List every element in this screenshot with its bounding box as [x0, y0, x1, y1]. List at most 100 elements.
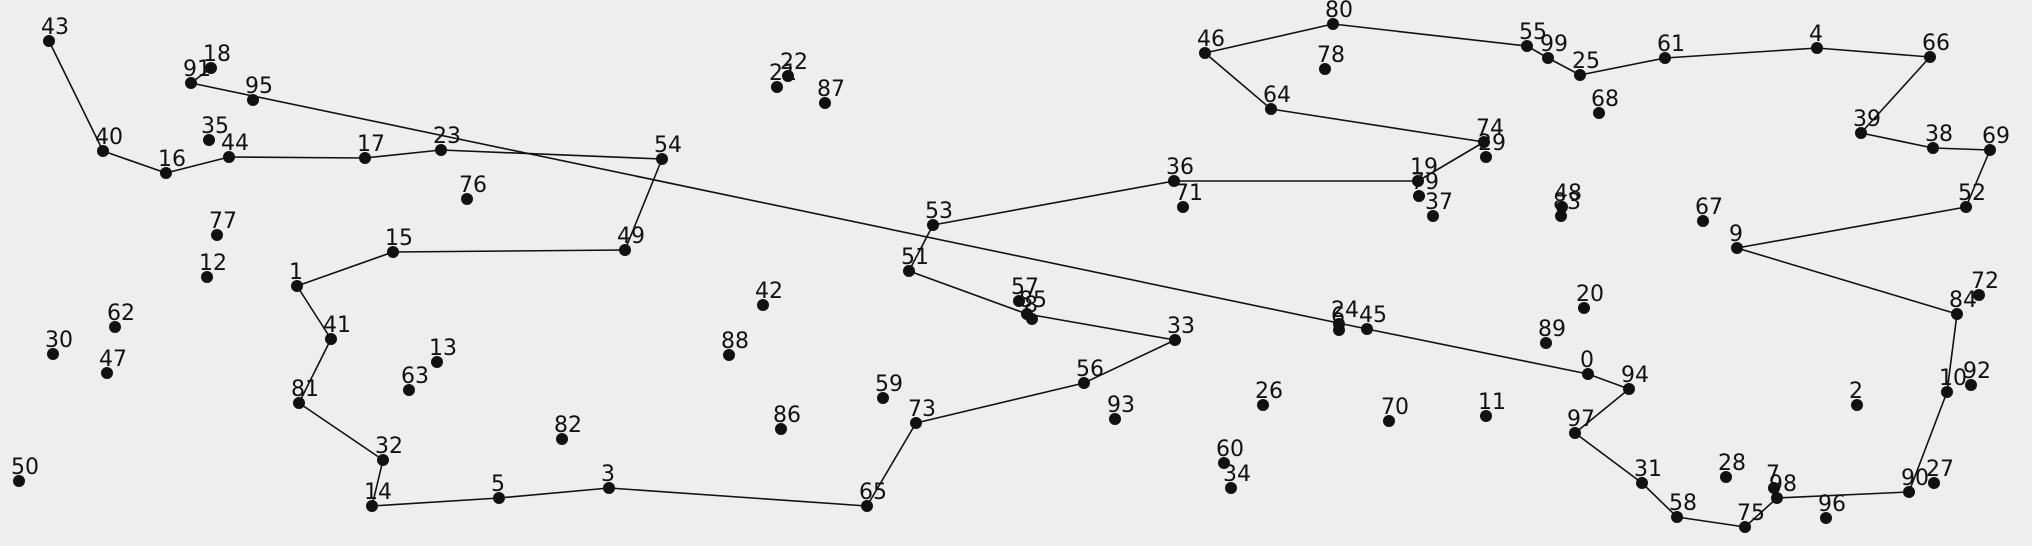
node-37: 37 — [1425, 190, 1453, 222]
node-label-90: 90 — [1901, 466, 1929, 491]
node-53: 53 — [925, 199, 953, 231]
node-92: 92 — [1963, 359, 1991, 391]
node-56: 56 — [1076, 357, 1104, 389]
route-edge-56-33 — [1083, 339, 1176, 384]
node-27: 27 — [1926, 457, 1954, 489]
node-dot-0 — [1582, 368, 1594, 380]
node-label-73: 73 — [908, 397, 936, 422]
node-51: 51 — [901, 245, 929, 277]
node-label-23: 23 — [433, 124, 461, 149]
node-40: 40 — [95, 125, 123, 157]
graph-nodes: 0123456789101112131415161718192021222324… — [11, 0, 2010, 533]
node-dot-41 — [325, 333, 337, 345]
node-dot-57 — [1013, 295, 1025, 307]
node-label-74: 74 — [1476, 116, 1504, 141]
node-dot-83 — [1555, 210, 1567, 222]
route-edge-31-97 — [1574, 432, 1643, 484]
node-dot-7 — [1768, 482, 1780, 494]
node-dot-89 — [1540, 337, 1552, 349]
node-dot-58 — [1671, 511, 1683, 523]
node-77: 77 — [209, 209, 237, 241]
node-label-49: 49 — [617, 224, 645, 249]
node-label-22: 22 — [780, 50, 808, 75]
node-59: 59 — [875, 372, 903, 404]
node-55: 55 — [1519, 20, 1547, 52]
node-33: 33 — [1167, 314, 1195, 346]
node-label-62: 62 — [107, 301, 135, 326]
node-label-20: 20 — [1576, 282, 1604, 307]
node-label-92: 92 — [1963, 359, 1991, 384]
node-label-70: 70 — [1381, 395, 1409, 420]
route-edge-15-1 — [296, 251, 394, 287]
route-edge-33-85 — [1026, 313, 1176, 341]
node-dot-54 — [656, 153, 668, 165]
node-29: 29 — [1478, 131, 1506, 163]
node-label-53: 53 — [925, 199, 953, 224]
node-label-61: 61 — [1657, 32, 1685, 57]
node-dot-21 — [771, 81, 783, 93]
node-label-9: 9 — [1729, 222, 1743, 247]
node-dot-86 — [775, 423, 787, 435]
node-dot-28 — [1720, 471, 1732, 483]
node-dot-14 — [366, 500, 378, 512]
node-dot-79 — [1413, 190, 1425, 202]
node-dot-78 — [1319, 63, 1331, 75]
node-3: 3 — [601, 462, 615, 494]
node-22: 22 — [780, 50, 808, 82]
node-label-82: 82 — [554, 413, 582, 438]
node-label-77: 77 — [209, 209, 237, 234]
node-60: 60 — [1216, 437, 1244, 469]
node-label-16: 16 — [158, 147, 186, 172]
node-80: 80 — [1325, 0, 1353, 30]
route-edge-53-36 — [932, 180, 1175, 226]
node-label-43: 43 — [41, 15, 69, 40]
node-17: 17 — [357, 132, 385, 164]
node-49: 49 — [617, 224, 645, 256]
node-68: 68 — [1591, 87, 1619, 119]
route-edge-58-31 — [1641, 482, 1678, 518]
node-18: 18 — [203, 42, 231, 74]
node-67: 67 — [1695, 195, 1723, 227]
node-label-18: 18 — [203, 42, 231, 67]
node-48: 48 — [1554, 181, 1582, 213]
route-edge-19-74 — [1417, 141, 1485, 182]
node-15: 15 — [385, 226, 413, 258]
node-label-27: 27 — [1926, 457, 1954, 482]
node-label-55: 55 — [1519, 20, 1547, 45]
node-dot-40 — [97, 145, 109, 157]
node-dot-26 — [1257, 399, 1269, 411]
node-31: 31 — [1634, 457, 1662, 489]
node-label-79: 79 — [1411, 170, 1439, 195]
node-50: 50 — [11, 455, 39, 487]
node-dot-2 — [1851, 399, 1863, 411]
node-label-24: 24 — [1331, 298, 1359, 323]
route-edge-14-5 — [371, 497, 500, 507]
node-dot-43 — [43, 35, 55, 47]
node-82: 82 — [554, 413, 582, 445]
node-dot-29 — [1480, 151, 1492, 163]
node-66: 66 — [1922, 31, 1950, 63]
node-label-97: 97 — [1567, 407, 1595, 432]
node-dot-27 — [1928, 477, 1940, 489]
node-label-71: 71 — [1175, 181, 1203, 206]
node-65: 65 — [859, 480, 887, 512]
node-dot-39 — [1855, 127, 1867, 139]
node-dot-72 — [1973, 289, 1985, 301]
node-54: 54 — [654, 133, 682, 165]
node-label-67: 67 — [1695, 195, 1723, 220]
route-edge-4-66 — [1816, 47, 1931, 58]
route-edge-17-23 — [364, 149, 442, 159]
node-label-48: 48 — [1554, 181, 1582, 206]
route-edge-61-4 — [1664, 47, 1818, 59]
node-label-7: 7 — [1766, 462, 1780, 487]
route-edge-65-73 — [866, 422, 917, 507]
node-86: 86 — [773, 403, 801, 435]
node-label-11: 11 — [1478, 390, 1506, 415]
node-label-52: 52 — [1958, 181, 1986, 206]
node-dot-30 — [47, 348, 59, 360]
node-label-13: 13 — [429, 336, 457, 361]
route-edge-46-80 — [1204, 23, 1334, 54]
node-label-30: 30 — [45, 328, 73, 353]
route-edge-66-39 — [1860, 56, 1931, 134]
node-label-64: 64 — [1263, 83, 1291, 108]
